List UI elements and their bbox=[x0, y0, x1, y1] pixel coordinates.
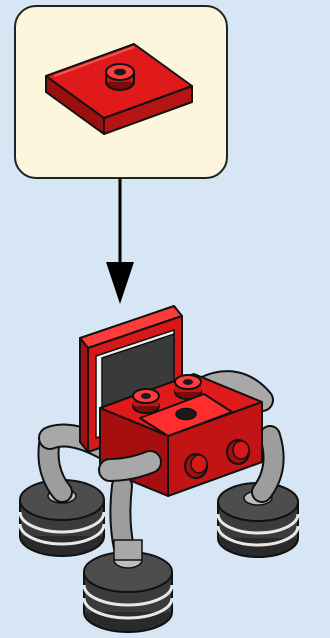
wheel bbox=[84, 540, 172, 632]
red-build-with-gray-wheels-icon bbox=[0, 300, 330, 638]
red-2x2-jumper-plate-icon bbox=[40, 30, 200, 150]
down-arrow-icon bbox=[100, 178, 140, 310]
